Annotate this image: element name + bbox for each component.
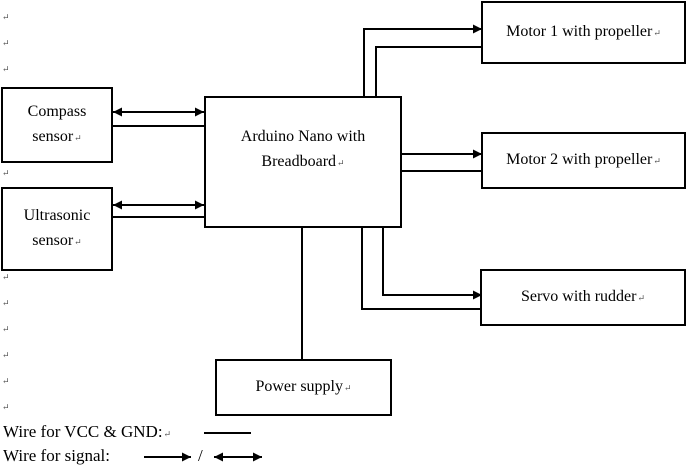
arduino-nano-block: Arduino Nano with Breadboard↵ [204, 96, 402, 228]
paragraph-mark: ↵ [637, 293, 646, 303]
paragraph-mark: ↵ [163, 429, 172, 439]
paragraph-mark: ↵ [653, 28, 661, 38]
paragraph-mark: ↵ [2, 38, 10, 48]
paragraph-mark: ↵ [2, 376, 10, 386]
arduino-label-line2: Breadboard [261, 152, 337, 170]
legend-vcc: Wire for VCC & GND:↵ [3, 422, 171, 442]
servo-block: Servo with rudder↵ [480, 269, 686, 326]
motor2-block: Motor 2 with propeller↵ [481, 132, 686, 189]
paragraph-mark: ↵ [337, 157, 345, 168]
paragraph-mark: ↵ [2, 402, 10, 412]
paragraph-mark: ↵ [2, 64, 10, 74]
servo-label: Servo with rudder [520, 288, 637, 305]
ultrasonic-sensor-block: Ultrasonic sensor↵ [1, 187, 113, 271]
motor2-label: Motor 2 with propeller [506, 151, 653, 168]
paragraph-mark: ↵ [2, 12, 10, 22]
paragraph-mark: ↵ [2, 272, 10, 282]
paragraph-mark: ↵ [344, 383, 352, 393]
legend-vcc-label: Wire for VCC & GND: [3, 422, 163, 441]
legend-separator: / [198, 446, 203, 465]
legend-signal-label: Wire for signal: [3, 446, 110, 465]
motor1-block: Motor 1 with propeller↵ [481, 1, 686, 64]
power-supply-block: Power supply↵ [215, 359, 392, 416]
servo-power-wire [361, 227, 482, 310]
paragraph-mark: ↵ [2, 298, 10, 308]
paragraph-mark: ↵ [74, 237, 82, 247]
motor1-power-wire [375, 46, 482, 97]
paragraph-mark: ↵ [74, 133, 82, 143]
legend-signal: Wire for signal: [3, 446, 110, 466]
motor1-label: Motor 1 with propeller [506, 23, 653, 40]
arduino-label-line1: Arduino Nano with [240, 127, 366, 145]
power-supply-label: Power supply [255, 378, 343, 395]
paragraph-mark: ↵ [2, 168, 10, 178]
motor1-signal-wire [363, 24, 482, 97]
paragraph-mark: ↵ [653, 156, 661, 166]
compass-label-line1: Compass [27, 103, 87, 120]
compass-sensor-block: Compass sensor↵ [1, 87, 113, 163]
paragraph-mark: ↵ [2, 324, 10, 334]
compass-label-line2: sensor [32, 128, 74, 145]
paragraph-mark: ↵ [2, 350, 10, 360]
ultrasonic-label-line1: Ultrasonic [23, 207, 91, 224]
ultrasonic-label-line2: sensor [32, 232, 74, 249]
servo-signal-wire [382, 227, 482, 300]
